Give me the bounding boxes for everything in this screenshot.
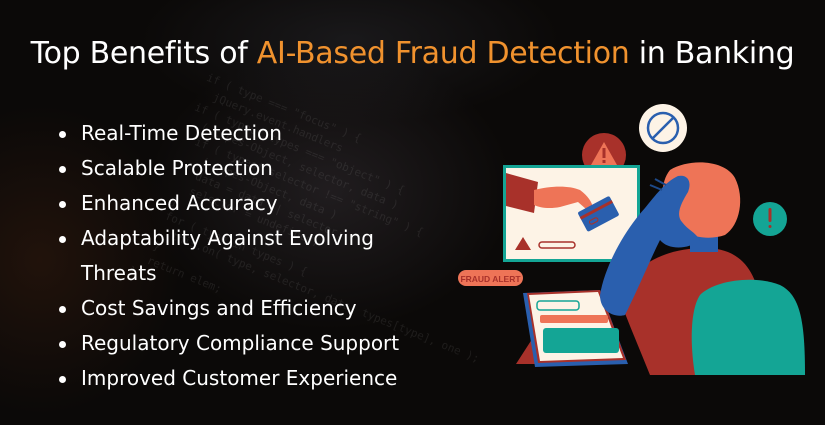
svg-text:FRAUD ALERT: FRAUD ALERT [460, 274, 521, 284]
benefit-item: Enhanced Accuracy [56, 186, 441, 221]
benefit-item: Regulatory Compliance Support [56, 326, 441, 361]
exclamation-icon [753, 202, 787, 236]
prohibited-icon [639, 104, 687, 152]
benefit-item: Adaptability Against Evolving Threats [56, 221, 441, 291]
benefit-item: Real-Time Detection [56, 116, 441, 151]
title-highlight: AI-Based Fraud Detection [256, 36, 630, 72]
tablet-icon [516, 290, 628, 367]
fraud-alert-illustration: FRAUD ALERT [458, 104, 805, 375]
fraud-alert-badge: FRAUD ALERT [458, 270, 523, 286]
monitor-icon [503, 165, 640, 262]
title-suffix: in Banking [629, 36, 795, 72]
title-prefix: Top Benefits of [30, 36, 257, 72]
benefits-list: Real-Time Detection Scalable Protection … [56, 116, 441, 396]
page-title: Top Benefits of AI-Based Fraud Detection… [0, 34, 825, 74]
benefit-item: Cost Savings and Efficiency [56, 291, 441, 326]
benefit-item: Scalable Protection [56, 151, 441, 186]
benefit-item: Improved Customer Experience [56, 361, 441, 396]
person-icon [600, 162, 805, 375]
